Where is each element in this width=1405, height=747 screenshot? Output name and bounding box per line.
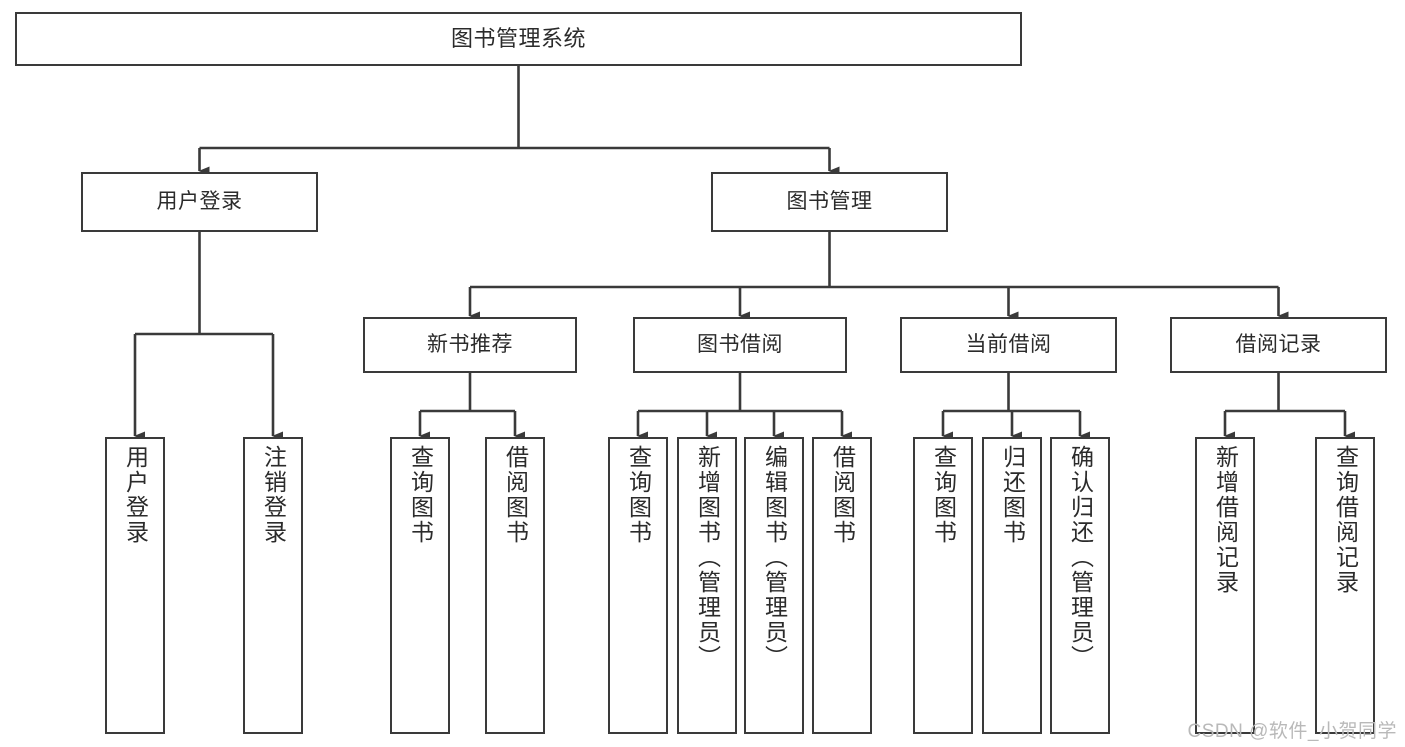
node-leaf-logout[interactable]: 注销登录 <box>243 437 303 734</box>
node-label: 查询图书 <box>407 445 434 545</box>
node-book-borrow[interactable]: 图书借阅 <box>633 317 847 373</box>
node-label: 用户登录 <box>156 189 243 213</box>
node-leaf-return-book[interactable]: 归还图书 <box>982 437 1042 734</box>
node-leaf-user-login[interactable]: 用户登录 <box>105 437 165 734</box>
node-user-login[interactable]: 用户登录 <box>81 172 318 232</box>
node-label: 借阅图书 <box>502 445 529 545</box>
node-label: 新增图书（管理员） <box>694 445 721 670</box>
node-leaf-borrow-book-2[interactable]: 借阅图书 <box>812 437 872 734</box>
node-label: 确认归还（管理员） <box>1067 445 1094 670</box>
node-leaf-edit-book-admin[interactable]: 编辑图书（管理员） <box>744 437 804 734</box>
node-label: 当前借阅 <box>965 332 1052 356</box>
node-label: 图书借阅 <box>697 332 783 356</box>
node-leaf-borrow-book-1[interactable]: 借阅图书 <box>485 437 545 734</box>
node-label: 查询借阅记录 <box>1332 445 1359 595</box>
node-leaf-query-book-1[interactable]: 查询图书 <box>390 437 450 734</box>
node-leaf-query-book-2[interactable]: 查询图书 <box>608 437 668 734</box>
node-book-management[interactable]: 图书管理 <box>711 172 948 232</box>
node-label: 借阅图书 <box>829 445 856 545</box>
node-label: 新增借阅记录 <box>1212 445 1239 595</box>
node-label: 用户登录 <box>122 445 149 545</box>
node-current-borrow[interactable]: 当前借阅 <box>900 317 1117 373</box>
node-leaf-confirm-return-admin[interactable]: 确认归还（管理员） <box>1050 437 1110 734</box>
node-leaf-add-book-admin[interactable]: 新增图书（管理员） <box>677 437 737 734</box>
node-label: 图书管理 <box>786 189 873 213</box>
node-label: 注销登录 <box>260 445 287 545</box>
node-label: 归还图书 <box>999 445 1026 545</box>
node-label: 图书管理系统 <box>450 26 586 52</box>
node-leaf-add-borrow-record[interactable]: 新增借阅记录 <box>1195 437 1255 734</box>
csdn-watermark: CSDN @软件_小贺同学 <box>1187 721 1397 742</box>
node-label: 查询图书 <box>625 445 652 545</box>
node-root-system[interactable]: 图书管理系统 <box>15 12 1022 66</box>
node-label: 编辑图书（管理员） <box>761 445 788 670</box>
node-label: 新书推荐 <box>427 332 513 356</box>
node-leaf-query-book-3[interactable]: 查询图书 <box>913 437 973 734</box>
node-label: 借阅记录 <box>1235 332 1322 356</box>
node-label: 查询图书 <box>930 445 957 545</box>
node-leaf-query-borrow-record[interactable]: 查询借阅记录 <box>1315 437 1375 734</box>
node-borrow-record[interactable]: 借阅记录 <box>1170 317 1387 373</box>
node-new-book-recommend[interactable]: 新书推荐 <box>363 317 577 373</box>
